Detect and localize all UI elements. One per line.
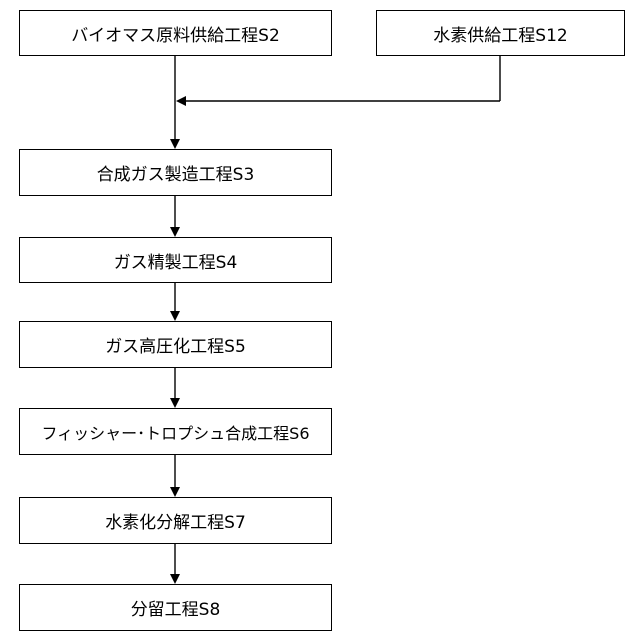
step-box-s8: 分留工程S8 <box>19 584 332 631</box>
step-box-s4: ガス精製工程S4 <box>19 237 332 283</box>
step-label-s12: 水素供給工程S12 <box>433 21 567 46</box>
step-box-s5: ガス高圧化工程S5 <box>19 321 332 368</box>
step-box-s6: フィッシャー･トロプシュ合成工程S6 <box>19 408 332 455</box>
arrowhead-s4 <box>170 227 180 237</box>
step-label-s4: ガス精製工程S4 <box>114 248 238 273</box>
step-label-s8: 分留工程S8 <box>131 595 221 620</box>
arrowhead-s3 <box>170 139 180 149</box>
step-label-s5: ガス高圧化工程S5 <box>105 332 246 357</box>
step-box-s7: 水素化分解工程S7 <box>19 497 332 544</box>
step-label-s7: 水素化分解工程S7 <box>105 508 246 533</box>
step-label-s6: フィッシャー･トロプシュ合成工程S6 <box>41 420 309 444</box>
arrowhead-s8 <box>170 574 180 584</box>
arrowhead-merge <box>176 96 186 106</box>
step-box-s2: バイオマス原料供給工程S2 <box>19 10 332 56</box>
step-box-s3: 合成ガス製造工程S3 <box>19 149 332 196</box>
step-label-s2: バイオマス原料供給工程S2 <box>71 21 280 46</box>
arrowhead-s7 <box>170 487 180 497</box>
arrowhead-s5 <box>170 311 180 321</box>
arrowhead-s6 <box>170 398 180 408</box>
step-label-s3: 合成ガス製造工程S3 <box>97 160 255 185</box>
step-box-s12: 水素供給工程S12 <box>376 10 625 56</box>
